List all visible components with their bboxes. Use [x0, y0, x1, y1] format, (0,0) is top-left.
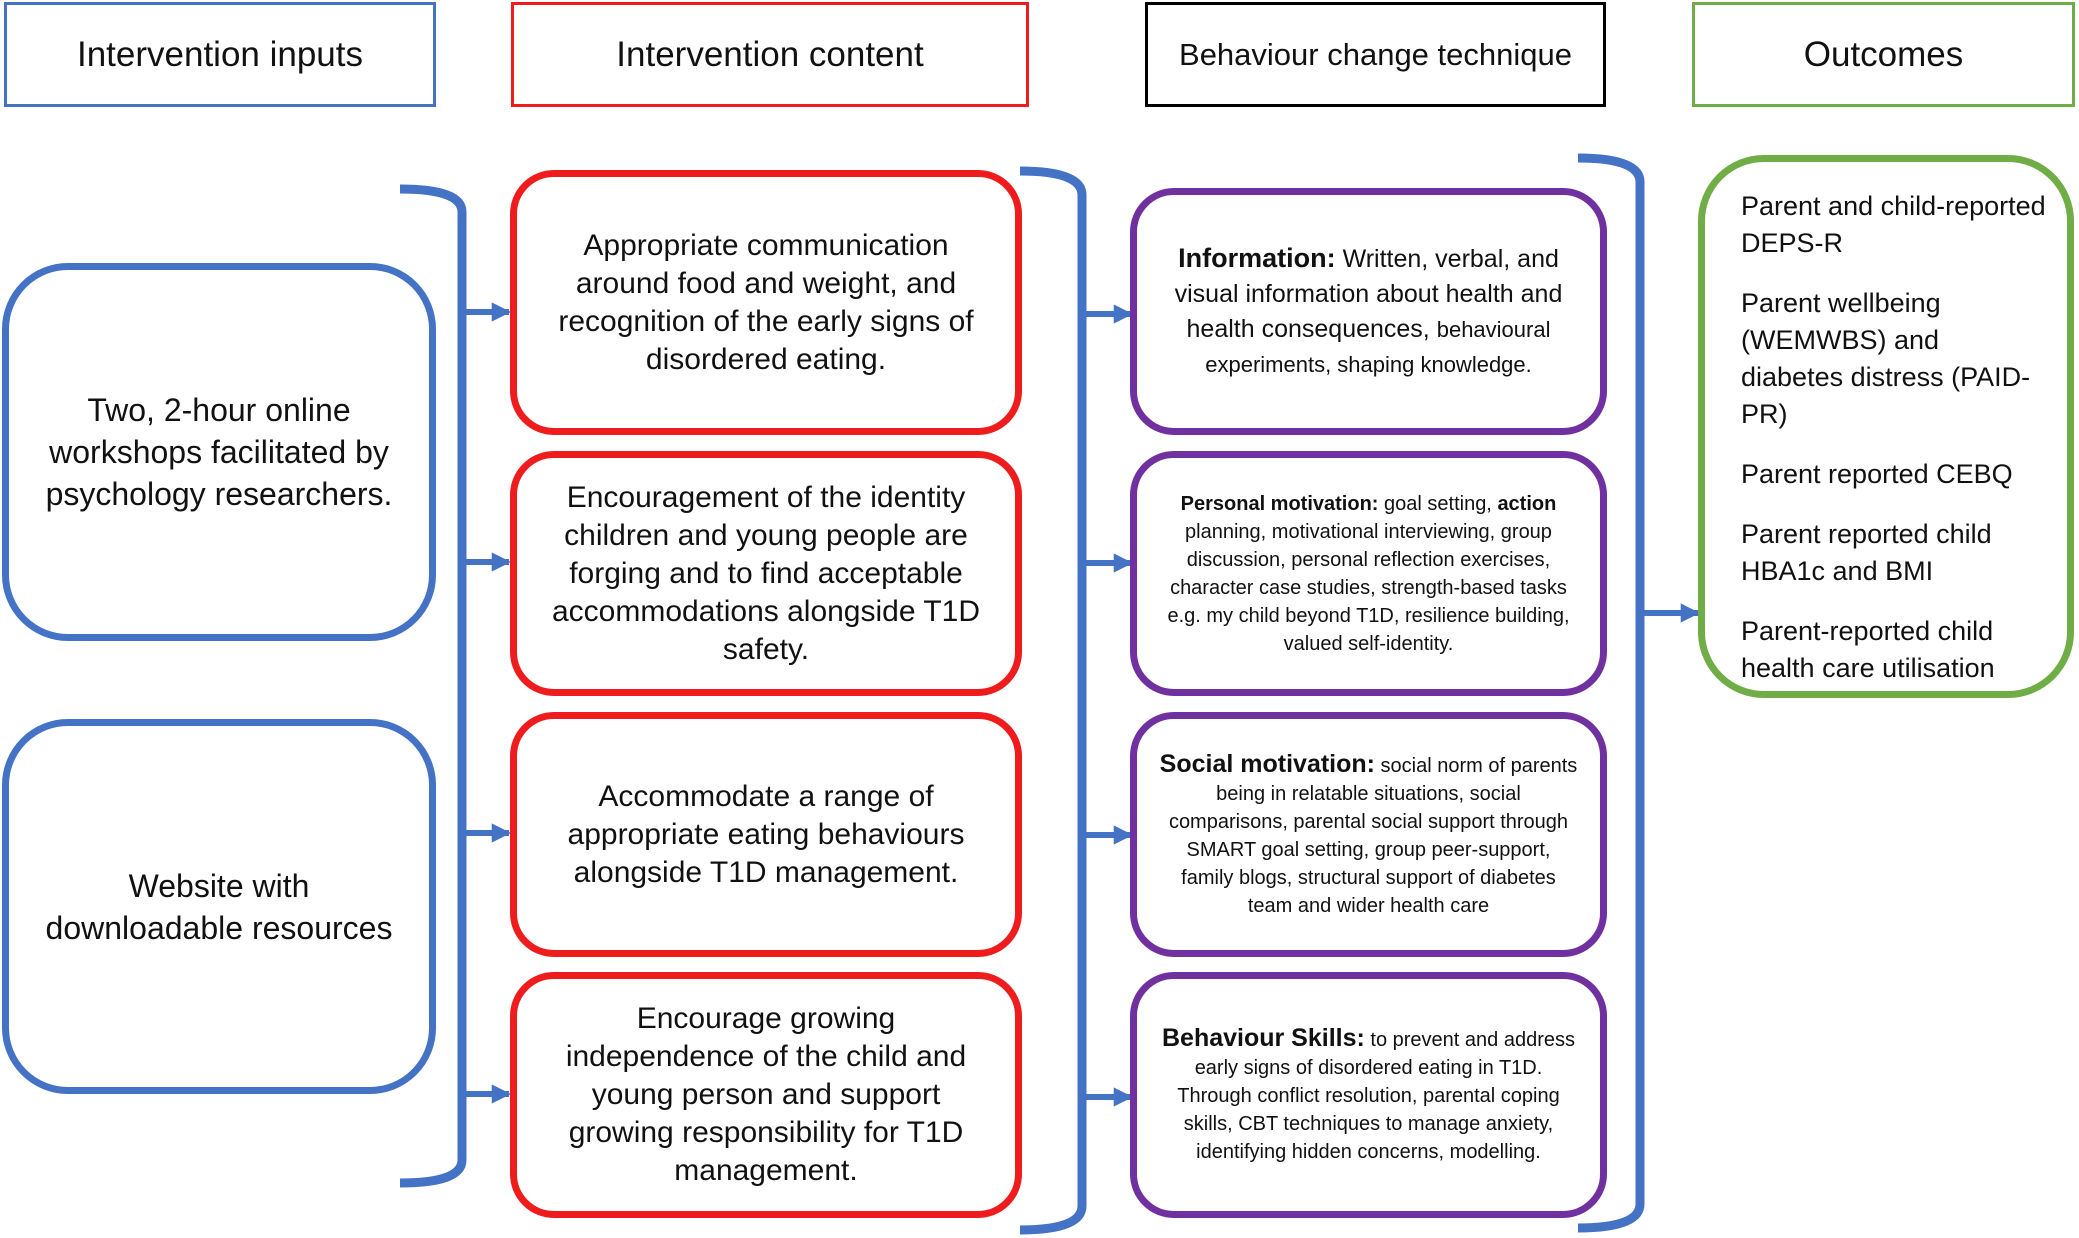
header-outcomes: Outcomes	[1692, 2, 2075, 107]
bct-social-motivation: Social motivation: social norm of parent…	[1130, 712, 1607, 957]
bct-information-body: Information: Written, verbal, and visual…	[1159, 241, 1578, 382]
input-online-workshops: Two, 2-hour online workshops facilitated…	[2, 263, 436, 641]
bct-personal-motivation-pre: goal setting,	[1384, 492, 1492, 515]
bct-information-lead: Written, verbal, and visual information …	[1174, 245, 1563, 343]
bct-social-motivation-text: social norm of parents being in relatabl…	[1168, 754, 1578, 917]
outcome-hba1c-bmi: Parent reported child HBA1c and BMI	[1741, 519, 1992, 586]
content-independence: Encourage growing independence of the ch…	[510, 972, 1022, 1218]
content-identity: Encouragement of the identity children a…	[510, 451, 1022, 696]
bct-personal-motivation-body: Personal motivation: goal setting, actio…	[1159, 490, 1578, 658]
bct-behaviour-skills-text: to prevent and address early signs of di…	[1177, 1029, 1575, 1163]
outcome-health-care: Parent-reported child health care utilis…	[1741, 616, 1995, 683]
content-communication: Appropriate communication around food an…	[510, 170, 1022, 435]
bct-behaviour-skills: Behaviour Skills: to prevent and address…	[1130, 972, 1607, 1218]
bracket-content	[1019, 166, 1087, 1235]
outcome-deps-r: Parent and child-reported DEPS-R	[1741, 191, 2046, 258]
bct-behaviour-skills-title: Behaviour Skills:	[1161, 1024, 1365, 1052]
header-intervention-inputs: Intervention inputs	[4, 2, 436, 107]
bct-behaviour-skills-body: Behaviour Skills: to prevent and address…	[1159, 1024, 1578, 1166]
input-website-resources-text: Website with downloadable resources	[45, 867, 393, 946]
content-identity-text: Encouragement of the identity children a…	[551, 480, 980, 666]
header-bct-label: Behaviour change technique	[1179, 36, 1572, 72]
outcome-wellbeing: Parent wellbeing (WEMWBS) and diabetes d…	[1741, 288, 2031, 429]
header-intervention-content: Intervention content	[511, 2, 1029, 107]
bct-information: Information: Written, verbal, and visual…	[1130, 188, 1607, 435]
header-outcomes-label: Outcomes	[1803, 34, 1964, 74]
bct-personal-motivation: Personal motivation: goal setting, actio…	[1130, 451, 1607, 696]
content-eating-behaviours-text: Accommodate a range of appropriate eatin…	[567, 779, 965, 889]
bct-personal-motivation-text: planning, motivational interviewing, gro…	[1167, 520, 1570, 655]
header-content-label: Intervention content	[616, 34, 924, 74]
bct-social-motivation-title: Social motivation:	[1159, 749, 1375, 778]
bct-social-motivation-body: Social motivation: social norm of parent…	[1159, 750, 1578, 920]
input-website-resources: Website with downloadable resources	[2, 719, 436, 1094]
bct-personal-motivation-bold: action	[1497, 492, 1557, 515]
content-eating-behaviours: Accommodate a range of appropriate eatin…	[510, 712, 1022, 957]
bracket-inputs	[399, 184, 467, 1188]
bct-information-title: Information:	[1178, 243, 1336, 273]
input-online-workshops-text: Two, 2-hour online workshops facilitated…	[45, 392, 393, 512]
outcomes-box: Parent and child-reported DEPS-R Parent …	[1698, 155, 2074, 698]
outcome-cebq: Parent reported CEBQ	[1741, 459, 2013, 489]
header-behaviour-change-technique: Behaviour change technique	[1145, 2, 1606, 107]
bct-information-text: behavioural experiments, shaping knowled…	[1205, 317, 1551, 377]
content-communication-text: Appropriate communication around food an…	[558, 228, 974, 376]
content-independence-text: Encourage growing independence of the ch…	[565, 1002, 967, 1187]
bct-personal-motivation-title: Personal motivation:	[1180, 492, 1379, 515]
header-inputs-label: Intervention inputs	[76, 34, 363, 74]
bracket-bct	[1577, 153, 1645, 1233]
